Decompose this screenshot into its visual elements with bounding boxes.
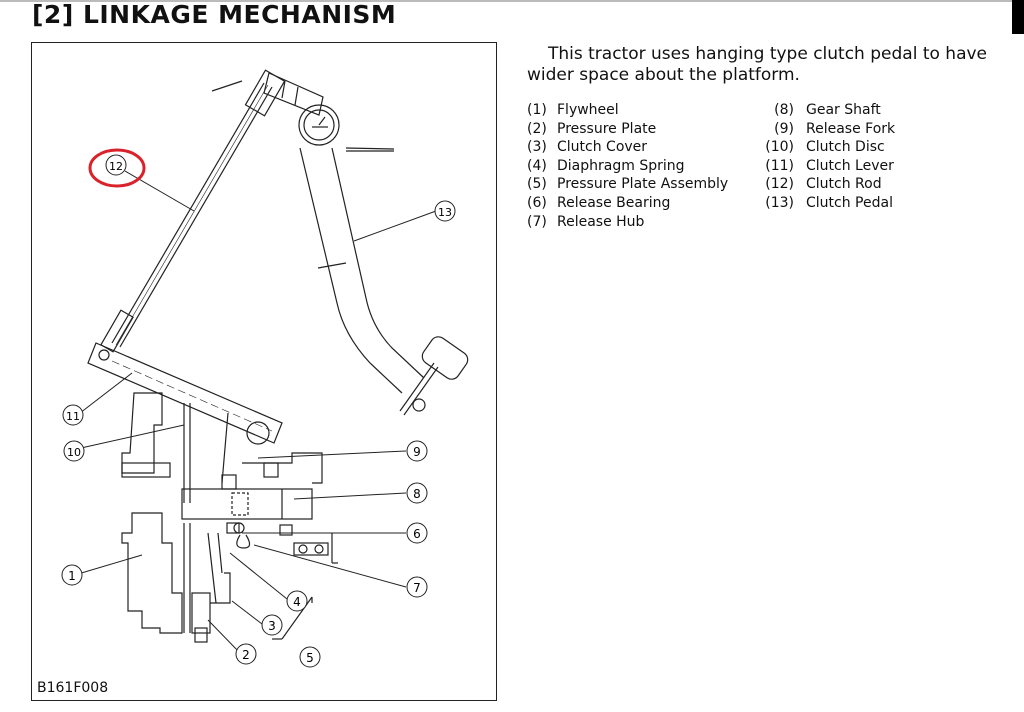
section-heading: [2] LINKAGE MECHANISM xyxy=(32,0,397,29)
leader-13 xyxy=(353,210,437,242)
legend-item: (13)Clutch Pedal xyxy=(765,194,893,211)
flywheel-drawing xyxy=(121,512,191,634)
callout-7: 7 xyxy=(406,576,428,598)
clutch-rod-drawing xyxy=(100,69,286,353)
callout-8: 8 xyxy=(406,482,428,504)
leader-3 xyxy=(231,600,263,625)
svg-text:8: 8 xyxy=(413,487,421,501)
clutch-lever-drawing xyxy=(87,342,283,445)
legend-item: (9)Release Fork xyxy=(774,120,896,137)
legend-item: (2)Pressure Plate xyxy=(527,120,657,137)
legend-item: (1)Flywheel xyxy=(527,102,619,118)
leader-9 xyxy=(257,450,407,459)
legend-item: (6)Release Bearing xyxy=(527,194,671,211)
pressure-plate-drawing xyxy=(191,532,231,643)
svg-text:6: 6 xyxy=(413,527,421,541)
parts-legend-right: (8)Gear Shaft (9)Release Fork (10)Clutch… xyxy=(738,101,895,213)
pedal-pivot-drawing xyxy=(211,72,395,152)
legend-item: (3)Clutch Cover xyxy=(527,139,648,156)
linkage-diagram-drawing: 12 13 11 10 9 8 6 7 4 3 2 5 1 xyxy=(61,69,469,668)
leader-2 xyxy=(207,619,241,654)
leader-1 xyxy=(77,554,143,575)
callout-10: 10 xyxy=(63,440,85,462)
callout-11: 11 xyxy=(62,404,84,426)
page-top-border xyxy=(0,0,1024,2)
parts-legend-left: (1)Flywheel (2)Pressure Plate (3)Clutch … xyxy=(527,101,728,231)
svg-text:11: 11 xyxy=(66,410,80,423)
svg-text:13: 13 xyxy=(438,206,452,219)
description-body: This tractor uses hanging type clutch pe… xyxy=(527,44,988,85)
legend-item: (7)Release Hub xyxy=(527,213,645,230)
clutch-housing-drawing xyxy=(121,392,323,503)
svg-text:2: 2 xyxy=(242,648,250,662)
clutch-pedal-drawing xyxy=(299,147,469,416)
highlight-circle-12 xyxy=(88,148,146,188)
svg-text:9: 9 xyxy=(413,445,421,459)
callout-9: 9 xyxy=(406,440,428,462)
svg-text:1: 1 xyxy=(68,569,76,583)
legend-item: (11)Clutch Lever xyxy=(765,157,894,174)
leader-10 xyxy=(80,424,185,449)
leader-7 xyxy=(253,544,407,588)
svg-text:4: 4 xyxy=(293,595,301,609)
legend-item: (5)Pressure Plate Assembly xyxy=(527,176,729,193)
callout-6: 6 xyxy=(406,522,428,544)
callout-2: 2 xyxy=(235,643,257,665)
description-text: This tractor uses hanging type clutch pe… xyxy=(527,44,1007,86)
svg-text:3: 3 xyxy=(268,619,276,633)
release-bearing-drawing xyxy=(226,522,338,564)
legend-item: (8)Gear Shaft xyxy=(774,102,881,118)
gear-shaft-drawing xyxy=(181,488,313,520)
callout-12: 12 xyxy=(105,154,127,176)
callout-5: 5 xyxy=(299,646,321,668)
callout-13: 13 xyxy=(434,200,456,222)
callout-1: 1 xyxy=(61,564,83,586)
leader-11 xyxy=(79,372,133,414)
page-edge-marker xyxy=(1012,0,1024,34)
svg-text:12: 12 xyxy=(109,160,123,173)
leader-12 xyxy=(124,170,195,212)
svg-text:10: 10 xyxy=(67,446,81,459)
svg-text:5: 5 xyxy=(306,651,314,665)
callout-group: 12 13 11 10 9 8 6 7 4 3 2 5 1 xyxy=(61,148,456,668)
legend-item: (10)Clutch Disc xyxy=(765,139,885,156)
svg-text:7: 7 xyxy=(413,581,421,595)
callout-4: 4 xyxy=(286,590,308,612)
legend-item: (12)Clutch Rod xyxy=(765,176,882,193)
callout-3: 3 xyxy=(261,614,283,636)
leader-4 xyxy=(229,552,288,600)
legend-item: (4)Diaphragm Spring xyxy=(527,157,685,174)
leader-8 xyxy=(293,492,407,500)
linkage-diagram-figure: 12 13 11 10 9 8 6 7 4 3 2 5 1 B161F008 xyxy=(31,42,497,701)
figure-code: B161F008 xyxy=(37,680,109,696)
